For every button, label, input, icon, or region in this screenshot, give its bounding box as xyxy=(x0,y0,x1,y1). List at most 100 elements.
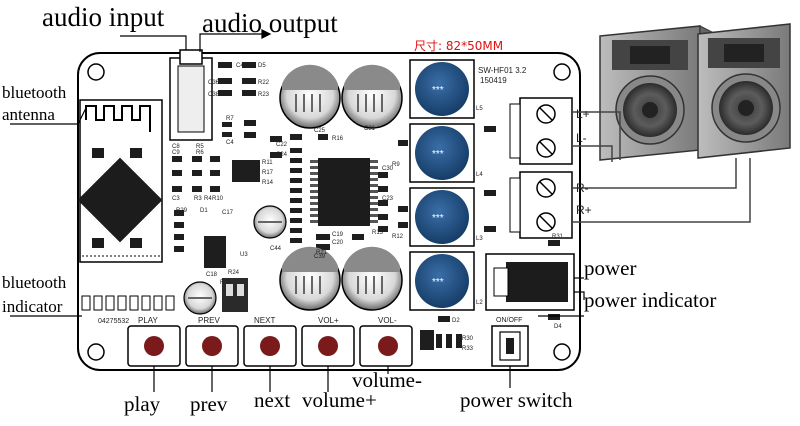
mount-hole xyxy=(87,343,105,361)
label-power-indicator: power indicator xyxy=(584,288,717,312)
terminal-r-minus: R- xyxy=(576,181,589,195)
terminal-right-channel xyxy=(509,171,573,239)
terminal-left-channel xyxy=(509,97,573,165)
ref-c22: C22 xyxy=(276,142,288,148)
inductor-4-text: *** xyxy=(432,277,444,288)
ref-r14: R14 xyxy=(262,180,274,186)
button-label-play: PLAY xyxy=(138,316,159,325)
capacitor-small-2 xyxy=(183,281,217,315)
ref-d2: D2 xyxy=(452,318,460,324)
ref-r22: R22 xyxy=(258,80,270,86)
button-label-next: NEXT xyxy=(254,316,275,325)
ref-c24: C24 xyxy=(276,152,288,158)
led-row xyxy=(81,295,175,311)
capacitor-top-right xyxy=(341,64,403,129)
ref-u3: U3 xyxy=(240,252,248,258)
switch-label: ON/OFF xyxy=(496,317,522,324)
label-bluetooth-indicator-line1: bluetooth xyxy=(2,273,67,292)
board-serial: 04275532 xyxy=(98,318,129,325)
power-switch-part xyxy=(491,325,529,367)
button-volminus-part xyxy=(359,325,413,367)
bluetooth-module xyxy=(77,99,163,263)
label-audio-input: audio input xyxy=(42,2,165,32)
ref-c44: C44 xyxy=(270,246,282,252)
inductor-3 xyxy=(409,187,475,247)
ref-r25: R25 xyxy=(220,280,232,286)
ref-d5: D5 xyxy=(258,63,266,69)
board-date: 150419 xyxy=(480,76,507,85)
ref-c36: C36 xyxy=(208,80,220,86)
ref-r12: R12 xyxy=(392,234,404,240)
capacitor-small-1 xyxy=(253,205,287,239)
ref-r33: R33 xyxy=(462,346,474,352)
ref-r6: R6 xyxy=(196,150,204,156)
ref-c20: C20 xyxy=(332,240,344,246)
ref-c17: C17 xyxy=(222,210,234,216)
label-prev: prev xyxy=(190,392,228,416)
ref-r9: R9 xyxy=(392,162,400,168)
ref-c39: C39 xyxy=(314,254,326,260)
ref-c19: C19 xyxy=(332,232,344,238)
ref-r7: R7 xyxy=(226,116,234,122)
ref-r31: R31 xyxy=(552,234,564,240)
inductor-4 xyxy=(409,251,475,311)
capacitor-bottom-right xyxy=(341,246,403,311)
label-power: power xyxy=(584,256,637,280)
board-model: SW-HF01 3.2 xyxy=(478,66,527,75)
ref-r21: R21 xyxy=(316,250,328,256)
ref-r5: R5 xyxy=(196,144,204,150)
inductor-2-text: *** xyxy=(432,149,444,160)
ref-c3: C3 xyxy=(172,196,180,202)
label-volume-minus: volume- xyxy=(352,368,422,392)
button-label-vol-minus: VOL- xyxy=(378,316,397,325)
leader-lines xyxy=(10,29,585,392)
capacitor-top-left xyxy=(279,64,341,129)
ref-l4: L4 xyxy=(476,172,483,178)
dimensions-label: 尺寸: 82*50MM xyxy=(414,39,504,53)
ref-l5: L5 xyxy=(476,106,483,112)
button-next-part xyxy=(243,325,297,367)
inductor-1-text: *** xyxy=(432,85,444,96)
ref-c4: C4 xyxy=(226,140,234,146)
button-label-vol-plus: VOL+ xyxy=(318,316,339,325)
amplifier-ic xyxy=(310,158,378,226)
inductor-3-text: *** xyxy=(432,213,444,224)
ref-c23: C23 xyxy=(382,196,394,202)
ref-c31: C31 xyxy=(364,126,376,132)
ref-r30: R30 xyxy=(462,336,474,342)
speaker-wires xyxy=(572,111,751,223)
button-play-part xyxy=(127,325,181,367)
button-label-prev: PREV xyxy=(198,316,220,325)
capacitor-bottom-left xyxy=(279,246,341,311)
label-bluetooth-antenna-line1: bluetooth xyxy=(2,83,67,102)
terminal-l-minus: L- xyxy=(576,131,587,145)
ref-c41: C41 xyxy=(236,63,248,69)
ref-c18: C18 xyxy=(206,272,218,278)
speaker-left xyxy=(599,25,713,161)
ref-r10: R10 xyxy=(212,196,224,202)
ref-l2: L2 xyxy=(476,300,483,306)
label-volume-plus: volume+ xyxy=(302,388,377,412)
ref-l3: L3 xyxy=(476,236,483,242)
ref-c30: C30 xyxy=(382,166,394,172)
ref-r17: R17 xyxy=(262,170,274,176)
ref-c8: C8 xyxy=(172,144,180,150)
ref-c25: C25 xyxy=(314,128,326,134)
label-power-switch: power switch xyxy=(460,388,573,412)
inductor-2 xyxy=(409,123,475,183)
ref-r3: R3 xyxy=(194,196,202,202)
ref-r29: R29 xyxy=(176,208,188,214)
audio-jack xyxy=(169,49,213,141)
ref-c38: C38 xyxy=(208,92,220,98)
button-volplus-part xyxy=(301,325,355,367)
ref-c9: C9 xyxy=(172,150,180,156)
label-audio-output: audio output xyxy=(202,8,338,38)
label-bluetooth-indicator-line2: indicator xyxy=(2,297,63,316)
mount-hole xyxy=(553,343,571,361)
dip-switch xyxy=(222,278,248,312)
speaker-right xyxy=(697,23,791,159)
ref-r13: R13 xyxy=(372,230,384,236)
